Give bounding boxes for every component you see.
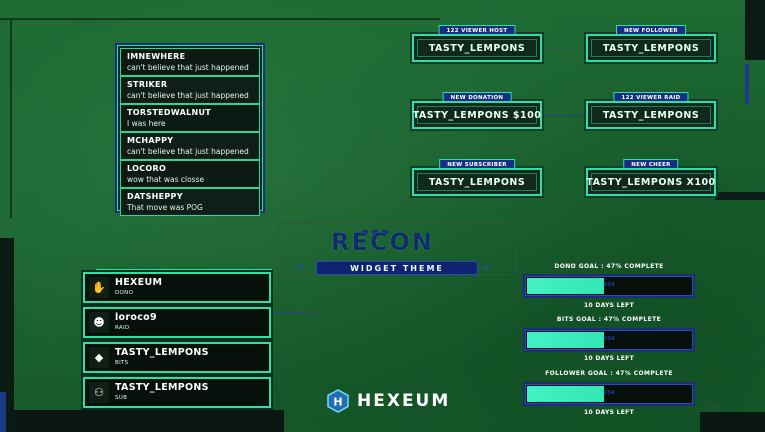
frame-left-line	[10, 18, 12, 218]
frame-right-mid-block	[715, 192, 765, 200]
alert-connector	[541, 48, 588, 49]
chat-text: I was here	[127, 119, 166, 128]
alert-tag: NEW CHEER	[623, 159, 679, 169]
alert-tag: NEW DONATION	[442, 92, 512, 102]
goal-fill	[527, 386, 605, 402]
alert-name: TASTY_LEMPONS	[602, 42, 700, 54]
goal-value: 234	[603, 390, 615, 396]
goal-fill	[527, 332, 605, 348]
alert-name: TASTY_LEMPONS $100	[412, 109, 542, 121]
subtitle-band: WIDGET THEME	[316, 261, 478, 275]
chat-username: DATSHEPPY	[127, 192, 183, 201]
alert-name: TASTY_LEMPONS	[428, 42, 526, 54]
event-type: BITS	[115, 360, 129, 366]
sub-user-plus-icon: ⚇	[89, 382, 109, 403]
alert-new-follower: TASTY_LEMPONS NEW FOLLOWER	[586, 25, 716, 62]
chat-username: STRIKER	[127, 80, 168, 89]
chat-username: TORSTEDWALNUT	[127, 108, 212, 117]
frame-blue-accent-left	[0, 392, 6, 432]
hexeum-hex-logo-icon: H	[327, 389, 349, 413]
svg-text:H: H	[333, 396, 342, 409]
corner-code-top: 2012-102	[75, 20, 117, 28]
goal-progress-bar: 234	[523, 328, 695, 352]
alert-tag: 122 VIEWER RAID	[613, 92, 689, 102]
chevron-right-icon: ›››	[482, 262, 490, 273]
alert-new-donation: TASTY_LEMPONS $100 NEW DONATION	[412, 92, 542, 129]
chat-message: MCHAPPY can't believe that just happened	[120, 132, 260, 160]
alert-viewer-raid: TASTY_LEMPONS 122 VIEWER RAID	[586, 92, 716, 129]
goal-days-left: 10 DAYS LEFT	[584, 409, 634, 416]
event-type: SUB	[115, 395, 128, 401]
donation-hand-icon: ✋	[89, 277, 109, 298]
frame-bottom-bar	[14, 410, 284, 432]
goal-value: 234	[603, 282, 615, 288]
alert-name: TASTY_LEMPONS	[428, 176, 526, 188]
bits-diamond-icon: ◆	[89, 347, 109, 368]
goal-label: FOLLOWER GOAL : 47% COMPLETE	[545, 370, 673, 377]
goal-value: 234	[603, 336, 615, 342]
chat-username: MCHAPPY	[127, 136, 174, 145]
title-dots-decoration	[362, 219, 392, 238]
alert-tag: NEW SUBSCRIBER	[439, 159, 515, 169]
event-list-decoration	[96, 269, 272, 273]
goal-days-left: 10 DAYS LEFT	[584, 355, 634, 362]
chevron-left-icon: ‹‹‹	[296, 262, 304, 273]
alert-connector	[270, 313, 315, 314]
event-item-sub: ⚇ TASTY_LEMPONS SUB	[83, 377, 271, 408]
chat-message: STRIKER can't believe that just happened	[120, 76, 260, 104]
frame-blue-accent-right	[745, 64, 749, 104]
alert-tag: 122 VIEWER HOST	[438, 25, 516, 35]
chat-text: wow that was closse	[127, 175, 205, 184]
frame-right-bottom-block	[700, 412, 765, 432]
chat-box: IMNEWHERE can't believe that just happen…	[115, 43, 265, 216]
alert-tag: NEW FOLLOWER	[616, 25, 686, 35]
corner-code-bottom: 201	[706, 404, 722, 412]
event-type: DONO	[115, 290, 134, 296]
frame-right-top-block	[745, 0, 765, 60]
theme-subtitle: WIDGET THEME	[350, 263, 444, 273]
goal-label: DONO GOAL : 47% COMPLETE	[554, 263, 664, 270]
chat-text: can't believe that just happened	[127, 147, 249, 156]
chat-message: TORSTEDWALNUT I was here	[120, 104, 260, 132]
chat-text: can't believe that just happened	[127, 91, 249, 100]
alert-viewer-host: TASTY_LEMPONS 122 VIEWER HOST	[412, 25, 542, 62]
raid-group-icon: ☻	[89, 312, 109, 333]
event-item-dono: ✋ HEXEUM DONO	[83, 272, 271, 303]
alert-connector	[541, 115, 588, 116]
event-item-bits: ◆ TASTY_LEMPONS BITS	[83, 342, 271, 373]
frame-top-line	[0, 18, 440, 20]
chat-message: DATSHEPPY That move was POG	[120, 188, 260, 216]
chat-text: That move was POG	[127, 203, 203, 212]
chat-username: IMNEWHERE	[127, 52, 186, 61]
goal-days-left: 10 DAYS LEFT	[584, 302, 634, 309]
alert-new-cheer: TASTY_LEMPONS X100 NEW CHEER	[586, 159, 716, 196]
event-name: loroco9	[115, 312, 157, 323]
alert-name: TASTY_LEMPONS X100	[586, 176, 716, 188]
goal-label: BITS GOAL : 47% COMPLETE	[556, 316, 662, 323]
brand-name: HEXEUM	[357, 391, 451, 411]
chat-message: LOCORO wow that was closse	[120, 160, 260, 188]
theme-title: RECON	[331, 228, 434, 256]
chat-username: LOCORO	[127, 164, 167, 173]
goal-fill	[527, 278, 605, 294]
event-type: RAID	[115, 325, 130, 331]
alert-name: TASTY_LEMPONS	[602, 109, 700, 121]
frame-bottom-left-block	[0, 238, 14, 432]
goal-progress-bar: 234	[523, 274, 695, 298]
event-item-raid: ☻ loroco9 RAID	[83, 307, 271, 338]
brand-logo: H HEXEUM	[327, 389, 450, 413]
alert-new-subscriber: TASTY_LEMPONS NEW SUBSCRIBER	[412, 159, 542, 196]
event-name: HEXEUM	[115, 277, 163, 288]
goal-progress-bar: 234	[523, 382, 695, 406]
chat-message: IMNEWHERE can't believe that just happen…	[120, 48, 260, 76]
event-name: TASTY_LEMPONS	[115, 347, 209, 358]
chat-text: can't believe that just happened	[127, 63, 249, 72]
event-name: TASTY_LEMPONS	[115, 382, 209, 393]
